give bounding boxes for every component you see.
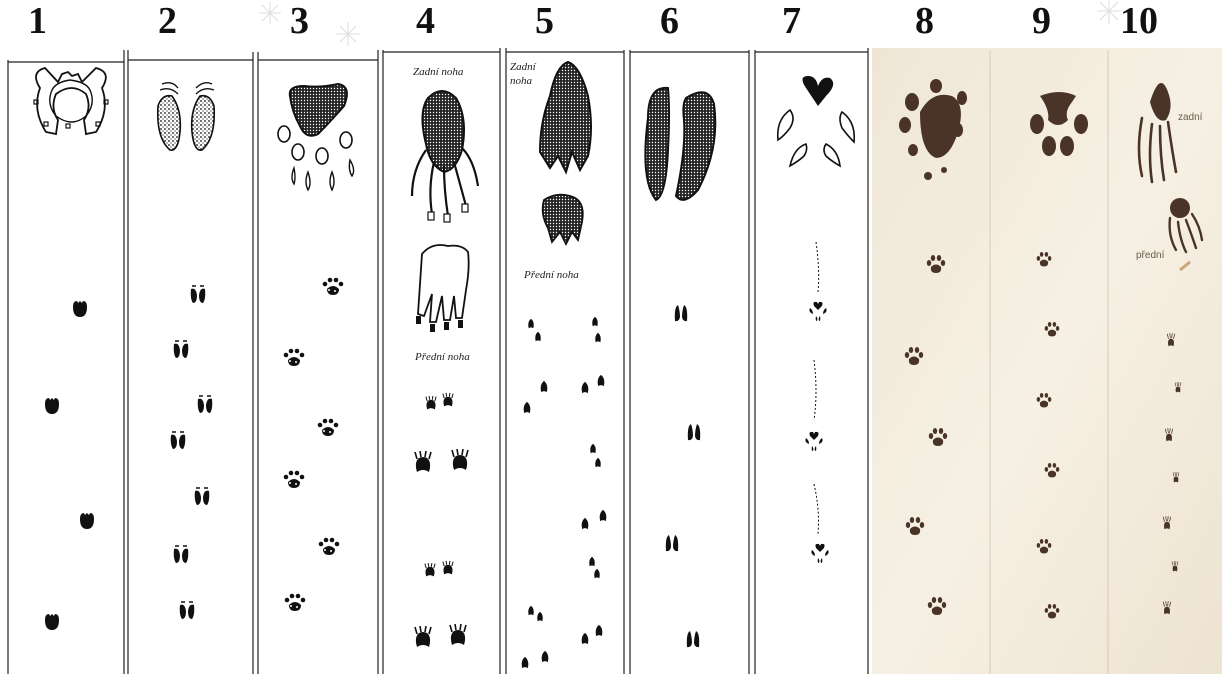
col10-hind-label: zadní <box>1178 112 1203 123</box>
badger-track-trail <box>415 393 468 647</box>
hare-track-icon <box>540 62 591 244</box>
cloven-hoof-track-trail <box>171 286 213 619</box>
horse-track-icon <box>34 68 108 134</box>
bird-track-icon <box>778 76 855 166</box>
cloven-hoof-track-icon <box>158 83 215 151</box>
hare-track-trail <box>522 317 607 668</box>
col5-hind-label-1: Zadní <box>510 61 537 73</box>
col5-hind-label-2: noha <box>510 75 533 87</box>
deer-track-trail <box>666 305 700 647</box>
horse-track-trail <box>45 301 94 630</box>
col5-front-label: Přední noha <box>523 269 579 281</box>
cat-paw-track-icon <box>278 84 354 190</box>
deer-track-icon <box>645 88 715 200</box>
col4-hind-label: Zadní noha <box>413 66 464 78</box>
badger-track-icon <box>412 91 478 332</box>
cat-paw-track-trail <box>284 278 344 611</box>
bird-track-trail <box>805 242 828 563</box>
col10-front-label: přední <box>1136 250 1165 261</box>
snowflake-watermark-icon <box>259 0 1121 46</box>
col4-front-label: Přední noha <box>414 351 470 363</box>
